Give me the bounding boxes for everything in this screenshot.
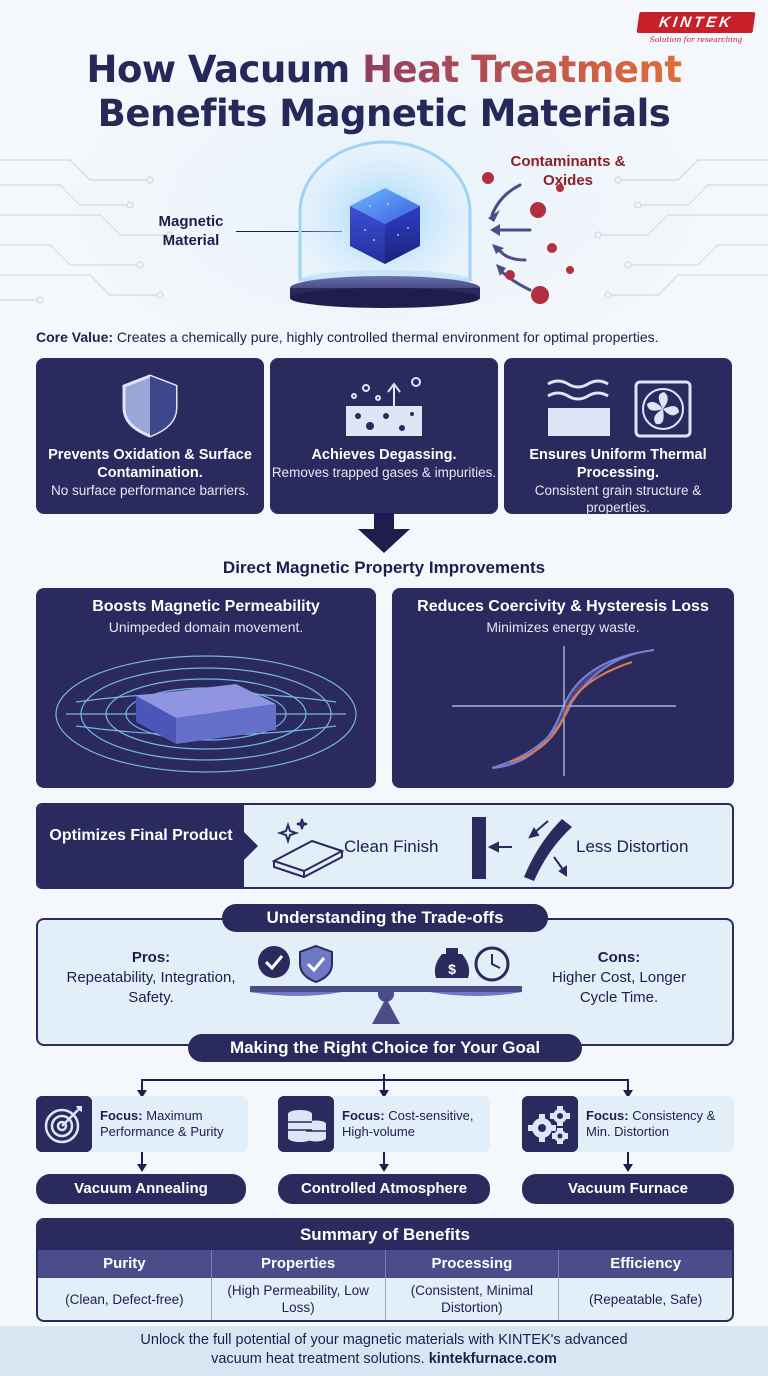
contaminant-particles-icon <box>482 172 574 304</box>
summary-column-header: Efficiency <box>610 1255 682 1272</box>
circuit-decoration-left <box>0 159 174 304</box>
benefit-title: Achieves Degassing. <box>311 447 457 463</box>
shield-icon <box>122 374 178 438</box>
footer-url-link[interactable]: kintekfurnace.com <box>428 1351 557 1367</box>
optimizes-panel: Optimizes Final Product Clean Finish Les… <box>36 803 734 889</box>
logo-text: KINTEK <box>636 12 756 33</box>
focus-desc: Consistency & Min. Distortion <box>586 1108 716 1139</box>
benefit-card-degassing: Achieves Degassing. Removes trapped gase… <box>270 358 498 514</box>
gears-icon <box>522 1096 578 1152</box>
choice-focus-text: Focus: Cost-sensitive, High-volume <box>342 1108 490 1140</box>
clean-surface-icon <box>271 818 345 879</box>
footer-line1: Unlock the full potential of your magnet… <box>140 1332 628 1348</box>
result-controlled-atmosphere: Controlled Atmosphere <box>278 1174 490 1204</box>
benefit-title: Ensures Uniform Thermal Processing. <box>529 447 707 481</box>
kintek-logo[interactable]: KINTEK Solution for researching <box>636 12 756 44</box>
permeability-desc: Unimpeded domain movement. <box>108 619 304 635</box>
title-accent: Heat Treatment <box>362 48 682 91</box>
coins-icon <box>278 1096 334 1152</box>
summary-cell: (Clean, Defect-free) <box>38 1278 212 1320</box>
permeability-title: Boosts Magnetic Permeability <box>92 598 320 615</box>
focus-label: Focus: <box>586 1108 629 1123</box>
vacuum-bell-jar-icon <box>290 140 480 308</box>
benefit-card-oxidation: Prevents Oxidation & Surface Contaminati… <box>36 358 264 514</box>
cons-label: Cons: <box>597 949 641 966</box>
heat-fan-icon <box>547 379 692 438</box>
summary-cell: (Consistent, Minimal Distortion) <box>386 1278 560 1320</box>
summary-header-row: Purity Properties Processing Efficiency <box>38 1250 732 1278</box>
result-arrows <box>137 1152 633 1172</box>
label-pointer-line <box>236 231 342 232</box>
choice-card-atmosphere: Focus: Cost-sensitive, High-volume <box>278 1096 490 1152</box>
core-value-statement: Core Value: Creates a chemically pure, h… <box>36 329 756 345</box>
logo-tagline: Solution for researching <box>649 35 743 44</box>
footer-line2: vacuum heat treatment solutions. kintekf… <box>0 1350 768 1369</box>
summary-table: Summary of Benefits Purity Properties Pr… <box>36 1218 734 1322</box>
footer-line2-text: vacuum heat treatment solutions. <box>211 1351 425 1367</box>
focus-label: Focus: <box>342 1108 385 1123</box>
coercivity-card: Reduces Coercivity & Hysteresis Loss Min… <box>392 588 734 788</box>
balance-scale-icon: $ <box>250 944 522 1024</box>
distortion-icon <box>472 817 572 881</box>
svg-text:$: $ <box>448 961 456 977</box>
core-value-label: Core Value: <box>36 329 114 345</box>
magnetic-field-lines-icon <box>55 655 357 773</box>
summary-value-row: (Clean, Defect-free) (High Permeability,… <box>38 1278 732 1320</box>
hero-illustration: Magnetic Material Contaminants & Oxides <box>0 140 768 320</box>
result-vacuum-annealing: Vacuum Annealing <box>36 1174 246 1204</box>
title-line1-start: How Vacuum <box>86 48 363 91</box>
choice-focus-text: Focus: Maximum Performance & Purity <box>100 1108 248 1140</box>
focus-label: Focus: <box>100 1108 143 1123</box>
focus-desc: Maximum Performance & Purity <box>100 1108 224 1139</box>
summary-title: Summary of Benefits <box>38 1220 732 1250</box>
benefit-desc: Removes trapped gases & impurities. <box>271 465 497 480</box>
pros-block: Pros: Repeatability, Integration, Safety… <box>66 948 236 1008</box>
cons-block: Cons: Higher Cost, Longer Cycle Time. <box>534 948 704 1008</box>
choice-card-annealing: Focus: Maximum Performance & Purity <box>36 1096 248 1152</box>
degassing-icon <box>346 377 422 436</box>
choice-card-furnace: Focus: Consistency & Min. Distortion <box>522 1096 734 1152</box>
target-icon <box>36 1096 92 1152</box>
magnetic-material-label: Magnetic Material <box>158 213 224 249</box>
choice-heading: Making the Right Choice for Your Goal <box>188 1034 582 1062</box>
optimizes-label: Optimizes Final Product <box>38 805 258 887</box>
core-value-text: Creates a chemically pure, highly contro… <box>113 329 659 345</box>
summary-cell: (Repeatable, Safe) <box>588 1291 703 1307</box>
benefit-card-uniform: Ensures Uniform Thermal Processing. Cons… <box>504 358 732 515</box>
pros-text: Repeatability, Integration, Safety. <box>66 969 236 1006</box>
footer-banner: Unlock the full potential of your magnet… <box>0 1326 768 1376</box>
hysteresis-loop-icon <box>452 646 676 776</box>
coercivity-title: Reduces Coercivity & Hysteresis Loss <box>417 598 709 615</box>
summary-column-header: Processing <box>386 1250 560 1278</box>
summary-column-header: Purity <box>38 1250 212 1278</box>
less-distortion-label: Less Distortion <box>576 837 689 856</box>
permeability-card: Boosts Magnetic Permeability Unimpeded d… <box>36 588 376 788</box>
tradeoffs-heading: Understanding the Trade-offs <box>222 904 548 932</box>
benefit-desc: No surface performance barriers. <box>50 483 250 498</box>
clean-finish-label: Clean Finish <box>344 837 439 856</box>
pros-label: Pros: <box>131 949 171 966</box>
summary-cell: (High Permeability, Low Loss) <box>212 1278 386 1320</box>
summary-column-header: Properties <box>212 1250 386 1278</box>
improvements-heading: Direct Magnetic Property Improvements <box>222 558 546 577</box>
benefit-title: Prevents Oxidation & Surface Contaminati… <box>48 447 252 481</box>
coercivity-desc: Minimizes energy waste. <box>486 619 640 635</box>
choice-focus-text: Focus: Consistency & Min. Distortion <box>586 1108 734 1140</box>
circuit-decoration-right <box>594 159 768 299</box>
choice-branch-arrows <box>137 1074 633 1098</box>
title-line2: Benefits Magnetic Materials <box>97 92 671 135</box>
cons-text: Higher Cost, Longer Cycle Time. <box>551 969 687 1006</box>
result-vacuum-furnace: Vacuum Furnace <box>522 1174 734 1204</box>
page-title: How Vacuum Heat Treatment Benefits Magne… <box>0 48 768 136</box>
flow-arrow-down-icon <box>358 513 410 553</box>
contaminants-label: Contaminants & Oxides <box>510 153 626 189</box>
benefit-desc: Consistent grain structure & properties. <box>534 483 702 515</box>
focus-desc: Cost-sensitive, High-volume <box>342 1108 474 1139</box>
